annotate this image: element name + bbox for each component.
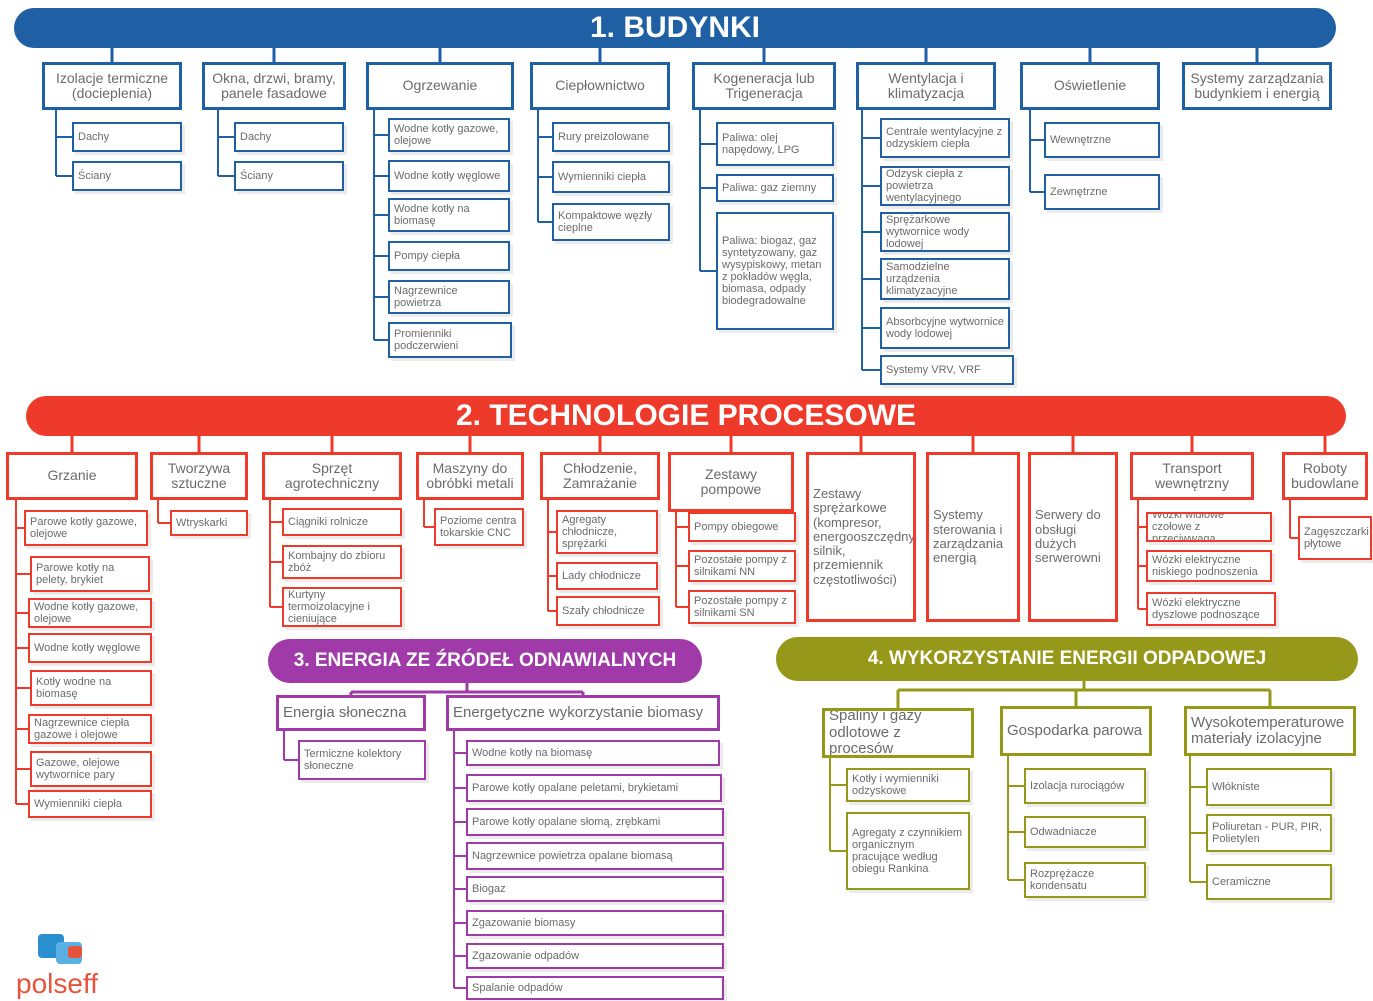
process-item: Kotły wodne na biomasę bbox=[30, 670, 152, 706]
buildings-item: Wodne kotły węglowe bbox=[388, 160, 510, 192]
process-item: Pozostałe pompy z silnikami NN bbox=[688, 550, 796, 582]
renewable-item: Termiczne kolektory słoneczne bbox=[298, 740, 426, 780]
process-item: Szafy chłodnicze bbox=[556, 596, 660, 626]
process-item: Wózki elektryczne niskiego podnoszenia bbox=[1146, 550, 1272, 582]
buildings-item: Promienniki podczerwieni bbox=[388, 322, 512, 358]
buildings-item: Wewnętrzne bbox=[1044, 122, 1160, 158]
process-item: Wodne kotły węglowe bbox=[28, 633, 152, 663]
process-category: Maszyny do obróbki metali bbox=[416, 452, 524, 500]
process-category: Roboty budowlane bbox=[1282, 452, 1368, 500]
process-category: Serwery do obsługi dużych serwerowni bbox=[1028, 452, 1118, 622]
process-category: Grzanie bbox=[6, 452, 138, 500]
buildings-item: Rury preizolowane bbox=[552, 122, 670, 152]
buildings-item: Dachy bbox=[72, 122, 182, 152]
buildings-item: Centrale wentylacyjne z odzyskiem ciepła bbox=[880, 118, 1010, 158]
process-category: Zestawy sprężarkowe (kompresor, energoos… bbox=[806, 452, 916, 622]
buildings-item: Paliwa: biogaz, gaz syntetyzowany, gaz w… bbox=[716, 212, 834, 330]
process-item: Gazowe, olejowe wytwornice pary bbox=[30, 751, 152, 787]
process-item: Wózki elektryczne dyszlowe podnoszące bbox=[1146, 592, 1276, 626]
process-category: Sprzęt agrotechniczny bbox=[262, 452, 402, 500]
waste-item: Odwadniacze bbox=[1024, 816, 1146, 848]
buildings-item: Ściany bbox=[234, 161, 344, 191]
process-item: Kombajny do zbioru zbóż bbox=[282, 545, 402, 579]
process-item: Kurtyny termoizolacyjne i cieniujące bbox=[282, 587, 402, 627]
renewable-item: Zgazowanie odpadów bbox=[466, 943, 724, 969]
buildings-item: Wodne kotły na biomasę bbox=[388, 198, 510, 232]
process-item: Parowe kotły gazowe, olejowe bbox=[24, 510, 148, 546]
polseff-logo: polseff bbox=[16, 930, 126, 1000]
process-item: Lady chłodnicze bbox=[556, 562, 658, 590]
process-category: Systemy sterowania i zarządzania energią bbox=[926, 452, 1020, 622]
waste-item: Agregaty z czynnikiem organicznym pracuj… bbox=[846, 812, 970, 890]
buildings-category: Wentylacja i klimatyzacja bbox=[856, 62, 996, 110]
process-banner: 2. TECHNOLOGIE PROCESOWE bbox=[26, 396, 1346, 436]
renewable-item: Parowe kotły opalane słomą, zrębkami bbox=[466, 808, 724, 836]
renewable-item: Parowe kotły opalane peletami, brykietam… bbox=[466, 774, 722, 802]
process-category: Zestawy pompowe bbox=[668, 452, 794, 512]
buildings-category: Oświetlenie bbox=[1020, 62, 1160, 110]
buildings-item: Kompaktowe węzły cieplne bbox=[552, 203, 670, 241]
waste-item: Poliuretan - PUR, PIR, Polietylen bbox=[1206, 814, 1332, 852]
process-category: Transport wewnętrzny bbox=[1130, 452, 1254, 500]
buildings-category: Izolacje termiczne (docieplenia) bbox=[42, 62, 182, 110]
waste-category: Wysokotemperaturowe materiały izolacyjne bbox=[1184, 706, 1356, 756]
process-item: Pompy obiegowe bbox=[688, 512, 796, 542]
process-item: Pozostałe pompy z silnikami SN bbox=[688, 590, 796, 624]
waste-banner: 4. WYKORZYSTANIE ENERGII ODPADOWEJ bbox=[776, 637, 1358, 681]
renewable-item: Biogaz bbox=[466, 876, 724, 902]
renewable-item: Zgazowanie biomasy bbox=[466, 910, 724, 936]
buildings-item: Paliwa: olej napędowy, LPG bbox=[716, 122, 834, 166]
buildings-category: Ogrzewanie bbox=[366, 62, 514, 110]
buildings-item: Wymienniki ciepła bbox=[552, 161, 670, 193]
waste-item: Kotły i wymienniki odzyskowe bbox=[846, 768, 970, 802]
process-item: Ciągniki rolnicze bbox=[282, 508, 402, 536]
process-category: Chłodzenie, Zamrażanie bbox=[540, 452, 660, 500]
process-item: Wtryskarki bbox=[170, 510, 248, 536]
logo-text: polseff bbox=[16, 968, 98, 999]
logo-mark-icon bbox=[38, 934, 82, 964]
buildings-item: Dachy bbox=[234, 122, 344, 152]
buildings-category: Kogeneracja lub Trigeneracja bbox=[692, 62, 836, 110]
buildings-item: Pompy ciepła bbox=[388, 241, 510, 271]
process-item: Agregaty chłodnicze, sprężarki bbox=[556, 510, 658, 554]
renewable-category: Energia słoneczna bbox=[276, 695, 426, 731]
waste-item: Rozprężacze kondensatu bbox=[1024, 862, 1146, 898]
waste-item: Izolacja rurociągów bbox=[1024, 768, 1146, 804]
waste-category: Spaliny i gazy odlotowe z procesów bbox=[822, 708, 974, 758]
buildings-item: Ściany bbox=[72, 161, 182, 191]
process-item: Nagrzewnice ciepła gazowe i olejowe bbox=[28, 714, 152, 744]
buildings-category: Systemy zarządzania budynkiem i energią bbox=[1182, 62, 1332, 110]
buildings-item: Sprężarkowe wytwornice wody lodowej bbox=[880, 212, 1010, 252]
buildings-category: Ciepłownictwo bbox=[530, 62, 670, 110]
buildings-item: Zewnętrzne bbox=[1044, 174, 1160, 210]
process-item: Wózki widłowe czołowe z przeciwwagą bbox=[1146, 512, 1272, 542]
renewable-category: Energetyczne wykorzystanie biomasy bbox=[446, 695, 720, 731]
renewable-item: Wodne kotły na biomasę bbox=[466, 740, 720, 766]
renewable-item: Nagrzewnice powietrza opalane biomasą bbox=[466, 842, 724, 870]
process-item: Wodne kotły gazowe, olejowe bbox=[28, 598, 152, 628]
process-category: Tworzywa sztuczne bbox=[150, 452, 248, 500]
renewable-banner: 3. ENERGIA ZE ŹRÓDEŁ ODNAWIALNYCH bbox=[268, 639, 702, 683]
buildings-item: Paliwa: gaz ziemny bbox=[716, 174, 834, 202]
buildings-banner: 1. BUDYNKI bbox=[14, 8, 1336, 48]
buildings-item: Nagrzewnice powietrza bbox=[388, 280, 510, 314]
renewable-item: Spalanie odpadów bbox=[466, 976, 724, 1000]
buildings-category: Okna, drzwi, bramy, panele fasadowe bbox=[202, 62, 346, 110]
buildings-item: Samodzielne urządzenia klimatyzacyjne bbox=[880, 258, 1010, 300]
process-item: Poziome centra tokarskie CNC bbox=[434, 508, 524, 546]
buildings-item: Odzysk ciepła z powietrza wentylacyjnego bbox=[880, 166, 1010, 206]
process-item: Wymienniki ciepła bbox=[28, 790, 152, 818]
waste-category: Gospodarka parowa bbox=[1000, 706, 1152, 756]
process-item: Parowe kotły na pelety, brykiet bbox=[30, 556, 150, 592]
process-item: Zagęszczarki płytowe bbox=[1298, 516, 1372, 560]
buildings-item: Systemy VRV, VRF bbox=[880, 355, 1014, 385]
buildings-item: Absorbcyjne wytwornice wody lodowej bbox=[880, 307, 1010, 349]
waste-item: Włókniste bbox=[1206, 768, 1332, 806]
waste-item: Ceramiczne bbox=[1206, 864, 1332, 900]
buildings-item: Wodne kotły gazowe, olejowe bbox=[388, 118, 510, 152]
